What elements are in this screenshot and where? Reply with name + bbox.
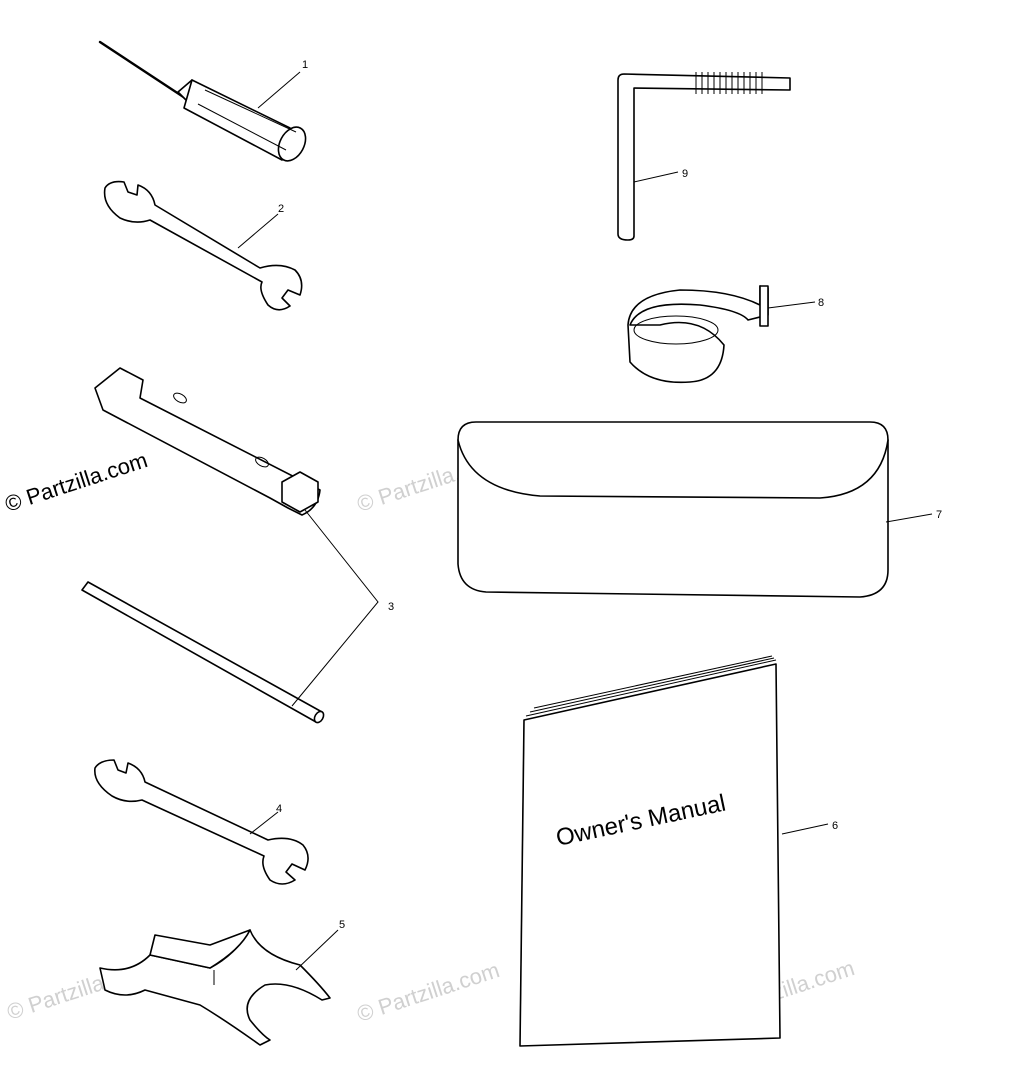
callout-6: 6 bbox=[832, 820, 838, 832]
part-3-tube-wrench bbox=[94, 367, 321, 516]
callout-2: 2 bbox=[278, 203, 284, 215]
callout-7: 7 bbox=[936, 509, 942, 521]
leader-lines bbox=[237, 71, 933, 971]
part-9-hex-key bbox=[617, 72, 791, 241]
callout-8: 8 bbox=[818, 297, 824, 309]
part-3-tommy-bar bbox=[81, 581, 325, 724]
callout-labels: 1 2 3 4 5 6 7 8 9 bbox=[276, 59, 942, 931]
part-6-owners-manual: Owner's Manual bbox=[519, 655, 781, 1047]
part-1-screwdriver bbox=[98, 40, 307, 162]
part-8-strap bbox=[627, 285, 769, 384]
part-2-open-wrench bbox=[103, 180, 303, 311]
part-4-open-wrench bbox=[94, 759, 309, 885]
watermark-center-bottom: © Partzilla.com bbox=[354, 957, 503, 1027]
callout-4: 4 bbox=[276, 803, 282, 815]
part-9-grip-coils bbox=[695, 72, 763, 94]
part-5-spanner bbox=[99, 929, 331, 1046]
callout-5: 5 bbox=[339, 919, 345, 931]
callout-3: 3 bbox=[388, 601, 394, 613]
part-7-tool-pouch bbox=[457, 421, 889, 598]
callout-9: 9 bbox=[682, 168, 688, 180]
watermark-primary: © Partzilla.com bbox=[2, 447, 151, 517]
callout-1: 1 bbox=[302, 59, 308, 71]
